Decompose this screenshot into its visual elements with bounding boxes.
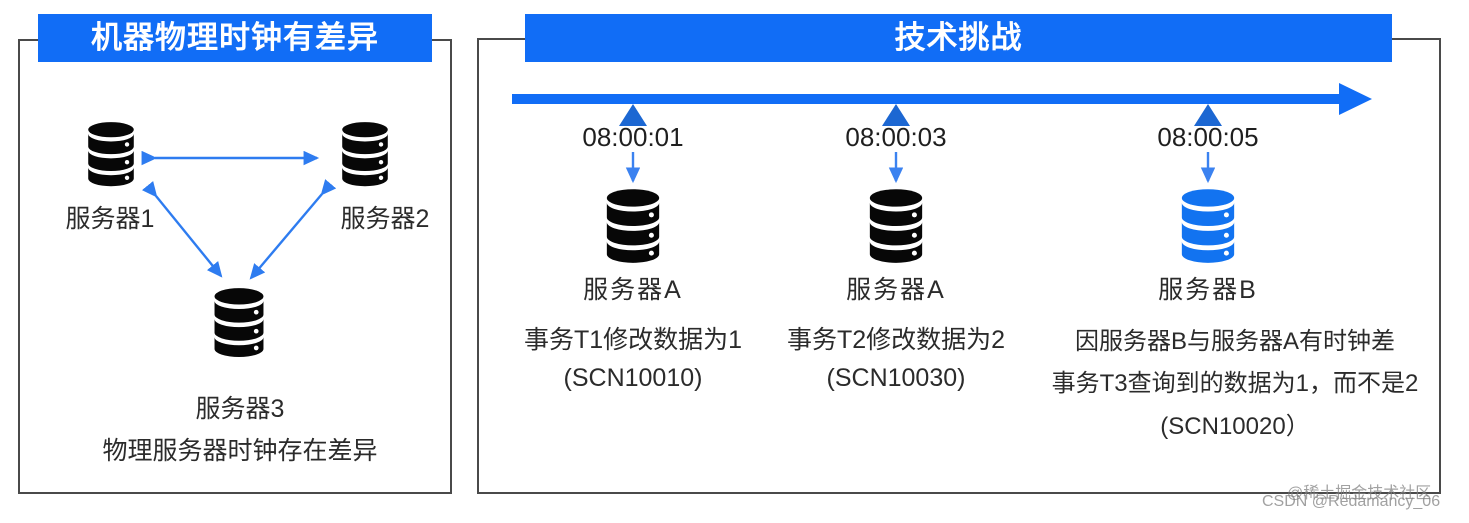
watermark-juejin: @稀土掘金技术社区 <box>1287 485 1432 502</box>
event3-server-label: 服务器B <box>1158 276 1258 304</box>
right-panel-title: 技术挑战 <box>525 14 1392 62</box>
sync-arrow-server1-server3 <box>141 181 223 278</box>
event3-description-line2: 事务T3查询到的数据为1，而不是2 <box>1051 370 1419 397</box>
database-icon <box>1177 188 1239 266</box>
sync-arrow-server2-server3 <box>249 179 337 280</box>
event1-description: 事务T1修改数据为1 <box>523 326 743 354</box>
left-panel-border <box>18 39 452 494</box>
triangle-marker-icon <box>1194 104 1222 126</box>
event3-scn: (SCN10020） <box>1160 413 1310 440</box>
database-icon <box>338 121 392 189</box>
left-panel-title: 机器物理时钟有差异 <box>38 14 432 62</box>
event3-description-line1: 因服务器B与服务器A有时钟差 <box>1074 328 1395 355</box>
left-panel-caption: 物理服务器时钟存在差异 <box>102 437 378 465</box>
database-icon <box>84 121 138 189</box>
event1-scn: (SCN10010) <box>563 364 703 392</box>
event1-server-label: 服务器A <box>583 276 683 304</box>
server2-label: 服务器2 <box>340 205 430 233</box>
timeline-arrowhead-icon <box>1339 83 1372 115</box>
server1-label: 服务器1 <box>65 205 155 233</box>
database-icon <box>865 188 927 266</box>
timestamp-3: 08:00:05 <box>1157 122 1259 152</box>
watermark-csdn: CSDN @Redamancy_06 <box>1262 493 1441 510</box>
timestamp-1: 08:00:01 <box>582 122 684 152</box>
database-icon <box>210 287 268 360</box>
server3-label: 服务器3 <box>195 395 285 423</box>
event2-server-label: 服务器A <box>846 276 946 304</box>
triangle-marker-icon <box>619 104 647 126</box>
event2-description: 事务T2修改数据为2 <box>786 326 1006 354</box>
timestamp-2: 08:00:03 <box>845 122 947 152</box>
triangle-marker-icon <box>882 104 910 126</box>
database-icon <box>602 188 664 266</box>
event2-scn: (SCN10030) <box>826 364 966 392</box>
